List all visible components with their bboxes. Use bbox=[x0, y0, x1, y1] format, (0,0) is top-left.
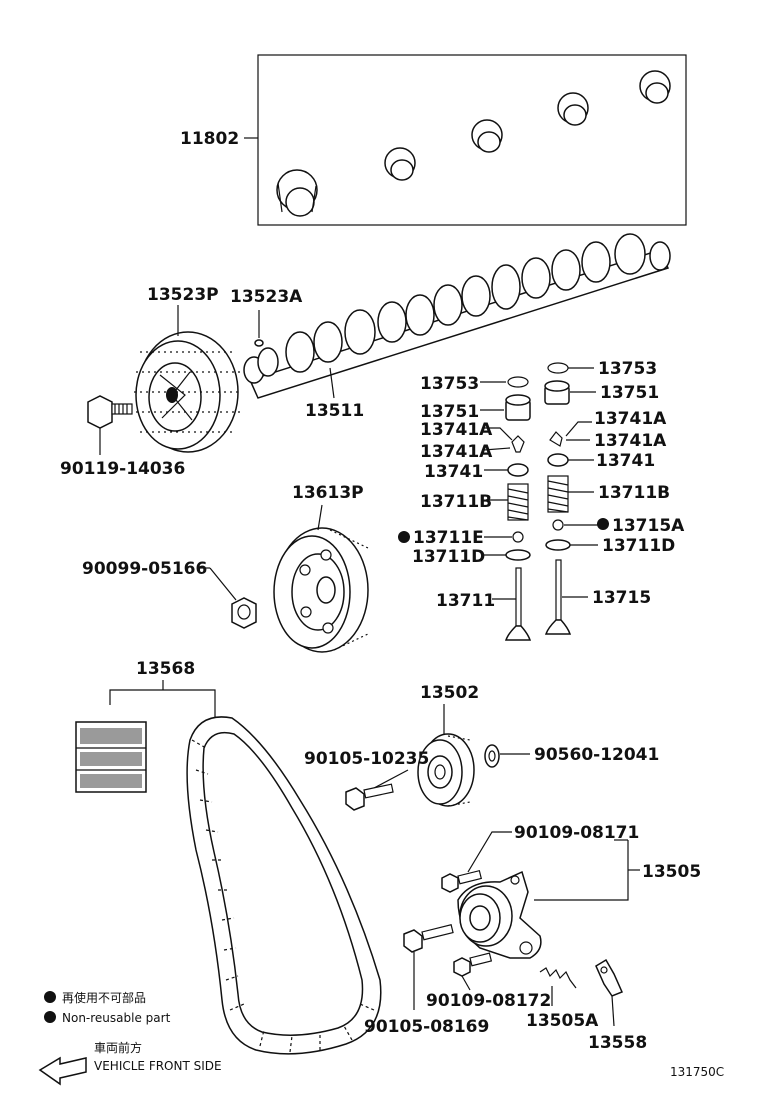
cam-bolt: 90119-14036 bbox=[60, 395, 185, 479]
bearing-set-group: 11802 bbox=[180, 54, 687, 226]
label-11802: 11802 bbox=[180, 129, 239, 149]
label-13523A: 13523A bbox=[230, 287, 303, 307]
spring-left bbox=[507, 483, 529, 521]
lifter-right bbox=[544, 380, 570, 405]
label-90105-08169: 90105-08169 bbox=[364, 1017, 489, 1037]
tensioner-spring: 13505A bbox=[526, 967, 599, 1031]
label-13741A-left-2: 13741A bbox=[420, 442, 493, 462]
valve-right bbox=[544, 559, 572, 635]
label-90109-08171: 90109-08171 bbox=[514, 823, 639, 843]
label-13751-right: 13751 bbox=[600, 383, 659, 403]
legend-dot-cn bbox=[44, 991, 56, 1003]
pin: 13523A bbox=[230, 287, 303, 347]
bearing-1 bbox=[276, 169, 318, 217]
shim-left bbox=[507, 376, 529, 388]
label-13741-left: 13741 bbox=[424, 462, 483, 482]
label-13511: 13511 bbox=[305, 401, 364, 421]
label-13505A: 13505A bbox=[526, 1011, 599, 1031]
direction-text-cn: 車両前方 bbox=[94, 1040, 142, 1055]
legend: 再使用不可部品 Non-reusable part bbox=[44, 990, 171, 1025]
tensioner: 90109-08171 13505 bbox=[441, 823, 701, 959]
legend-dot-en bbox=[44, 1011, 56, 1023]
label-13741-right: 13741 bbox=[596, 451, 655, 471]
label-90119-14036: 90119-14036 bbox=[60, 459, 185, 479]
valve-train-right: 13753 13751 13741A 13741A 13741 13711B 1… bbox=[544, 359, 685, 635]
tensioner-bolt-top bbox=[441, 869, 483, 893]
seat-left bbox=[505, 549, 531, 561]
front-direction: 車両前方 VEHICLE FRONT SIDE bbox=[38, 1040, 222, 1086]
idler-washer: 90560-12041 bbox=[484, 744, 659, 768]
seal-right bbox=[552, 519, 564, 531]
nonreusable-dot-right bbox=[597, 518, 609, 530]
valve-left bbox=[504, 567, 532, 641]
legend-text-en: Non-reusable part bbox=[62, 1011, 171, 1025]
retainer-left bbox=[507, 463, 529, 477]
label-13715A: 13715A bbox=[612, 516, 685, 536]
seal-left bbox=[512, 531, 524, 543]
timing-belt: 13568 bbox=[75, 659, 382, 1055]
label-13711: 13711 bbox=[436, 591, 495, 611]
lifter-left bbox=[505, 394, 531, 421]
legend-text-cn: 再使用不可部品 bbox=[62, 990, 146, 1005]
label-90105-10235: 90105-10235 bbox=[304, 749, 429, 769]
cam-pulley: 13523P bbox=[134, 285, 240, 453]
label-13715: 13715 bbox=[592, 588, 651, 608]
bracket-13558: 13558 bbox=[588, 958, 647, 1053]
pulley-13613P: 13613P bbox=[273, 483, 369, 653]
nonreusable-dot-left bbox=[398, 531, 410, 543]
label-90109-08172: 90109-08172 bbox=[426, 991, 551, 1011]
label-13753-right: 13753 bbox=[598, 359, 657, 379]
cam-lobes bbox=[285, 233, 671, 373]
tensioner-bolt-long: 90105-08169 bbox=[364, 924, 489, 1037]
bearing-3 bbox=[471, 119, 503, 153]
bearing-4 bbox=[557, 92, 589, 126]
label-13711E: 13711E bbox=[413, 528, 484, 548]
pulley-nut: 90099-05166 bbox=[82, 559, 257, 629]
label-13741A-left-1: 13741A bbox=[420, 420, 493, 440]
label-13505: 13505 bbox=[642, 862, 701, 882]
tensioner-bolt-bottom: 90109-08172 bbox=[426, 952, 551, 1011]
label-13711B-left: 13711B bbox=[420, 492, 492, 512]
idler-pulley: 13502 bbox=[417, 683, 479, 807]
label-13741A-right-2: 13741A bbox=[594, 431, 667, 451]
bearing-2 bbox=[384, 147, 416, 181]
label-13613P: 13613P bbox=[292, 483, 364, 503]
idler-bolt: 90105-10235 bbox=[304, 749, 429, 811]
spring-right bbox=[547, 475, 569, 513]
label-90099-05166: 90099-05166 bbox=[82, 559, 207, 579]
label-13523P: 13523P bbox=[147, 285, 219, 305]
seat-right bbox=[545, 539, 571, 551]
diagram-code: 131750C bbox=[670, 1065, 724, 1079]
belt-tag bbox=[75, 721, 147, 793]
retainer-right bbox=[547, 453, 569, 467]
keeper-left bbox=[511, 435, 525, 453]
label-13751-left: 13751 bbox=[420, 402, 479, 422]
shim-right bbox=[547, 362, 569, 374]
valve-train-left: 13753 13751 13741A 13741A 13741 13711B 1… bbox=[398, 374, 532, 641]
label-13711B-right: 13711B bbox=[598, 483, 670, 503]
label-13558: 13558 bbox=[588, 1033, 647, 1053]
arrow-left-icon bbox=[38, 1056, 87, 1086]
camshaft: 13511 bbox=[243, 233, 671, 421]
label-13711D-left: 13711D bbox=[412, 547, 485, 567]
keeper-right bbox=[549, 431, 563, 447]
label-13711D-right: 13711D bbox=[602, 536, 675, 556]
label-13741A-right-1: 13741A bbox=[594, 409, 667, 429]
label-13568: 13568 bbox=[136, 659, 195, 679]
label-13753-left: 13753 bbox=[420, 374, 479, 394]
label-13502: 13502 bbox=[420, 683, 479, 703]
direction-text-en: VEHICLE FRONT SIDE bbox=[94, 1059, 222, 1073]
bearing-5 bbox=[639, 70, 671, 104]
label-90560-12041: 90560-12041 bbox=[534, 745, 659, 765]
